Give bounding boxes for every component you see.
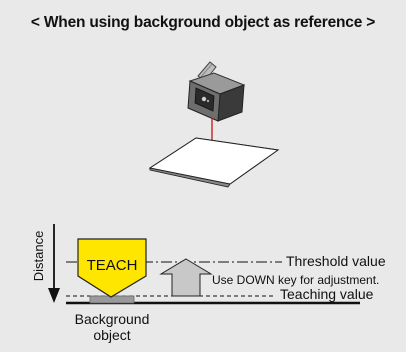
background-plate	[148, 137, 280, 188]
object-label-line2: object	[93, 327, 130, 343]
object-label-line1: Background	[75, 311, 150, 327]
teaching-label: Teaching value	[280, 286, 374, 302]
teach-label: TEACH	[87, 257, 138, 274]
panel-title: < When using background object as refere…	[30, 14, 376, 31]
teach-marker	[77, 238, 147, 298]
distance-axis-label: Distance	[31, 231, 46, 282]
threshold-label: Threshold value	[286, 253, 386, 269]
distance-axis	[48, 224, 60, 303]
adjust-note: Use DOWN key for adjustment.	[212, 273, 379, 287]
up-arrow-icon	[159, 258, 213, 297]
sensor-head-icon	[187, 61, 246, 122]
